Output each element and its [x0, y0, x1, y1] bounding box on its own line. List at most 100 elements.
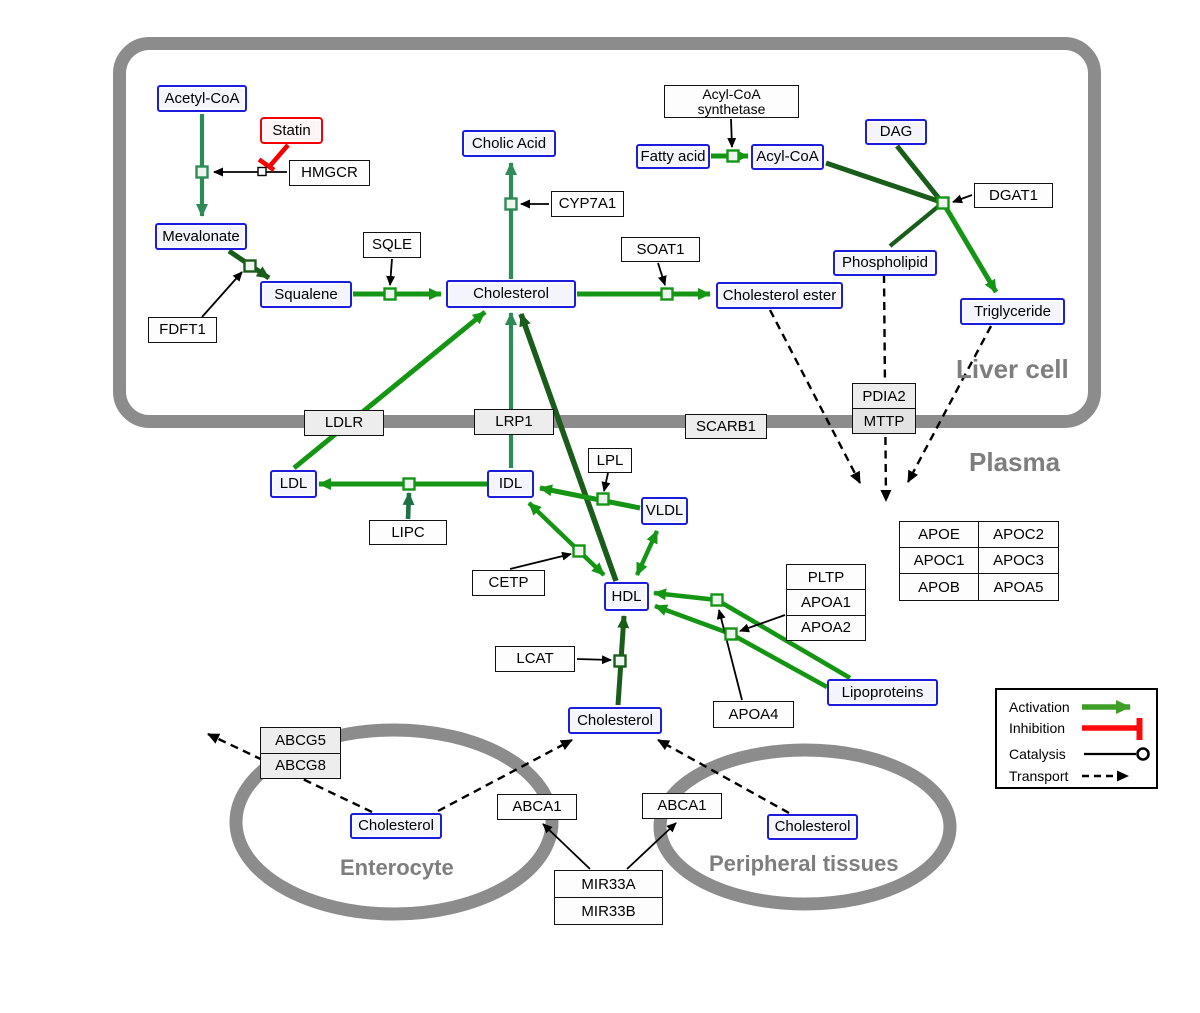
node-apob[interactable]: APOB — [900, 574, 979, 600]
node-idl[interactable]: IDL — [487, 470, 534, 498]
node-scarb1[interactable]: SCARB1 — [685, 414, 767, 439]
node-squalene[interactable]: Squalene — [260, 281, 352, 308]
node-abca1-peripheral-label: ABCA1 — [657, 797, 707, 815]
node-mir33a[interactable]: MIR33A — [555, 871, 662, 897]
legend-transport-label: Transport — [1009, 768, 1069, 784]
anchor-apoa4 — [710, 593, 724, 607]
node-cholesterol-ester-label: Cholesterol ester — [722, 286, 837, 304]
node-apoa5[interactable]: APOA5 — [979, 574, 1058, 600]
edge-acylcoa-to-dgat1-anchor — [825, 160, 942, 205]
node-scarb1-label: SCARB1 — [695, 417, 757, 435]
node-triglyceride[interactable]: Triglyceride — [960, 298, 1065, 325]
node-acyl-coa[interactable]: Acyl-CoA — [751, 144, 824, 170]
node-acetyl-coa[interactable]: Acetyl-CoA — [157, 85, 247, 112]
plasma-label: Plasma — [969, 447, 1061, 477]
node-abcg5[interactable]: ABCG5 — [261, 728, 340, 753]
node-soat1[interactable]: SOAT1 — [621, 237, 700, 262]
node-apoc1-label: APOC1 — [913, 552, 965, 569]
node-ldl-label: LDL — [279, 475, 308, 493]
node-apoc1[interactable]: APOC1 — [900, 548, 979, 574]
node-cholesterol-enterocyte-label: Cholesterol — [358, 817, 434, 835]
node-cholesterol-enterocyte[interactable]: Cholesterol — [350, 813, 442, 839]
node-apoe[interactable]: APOE — [900, 522, 979, 548]
node-phospholipid-label: Phospholipid — [842, 254, 928, 272]
node-dag[interactable]: DAG — [865, 119, 927, 145]
edge-phospholipid-to-dgat1-anchor — [888, 203, 942, 248]
node-mttp[interactable]: MTTP — [853, 408, 915, 433]
statin-inhibition-tbar — [257, 157, 276, 172]
node-pdia2[interactable]: PDIA2 — [853, 384, 915, 408]
anchor-lcat — [613, 654, 627, 668]
node-fdft1-label: FDFT1 — [159, 321, 206, 339]
anchor-soat1 — [660, 287, 674, 301]
node-lipc[interactable]: LIPC — [369, 520, 447, 545]
node-fatty-acid[interactable]: Fatty acid — [636, 144, 710, 169]
node-cholic-acid[interactable]: Cholic Acid — [462, 130, 556, 157]
node-statin[interactable]: Statin — [260, 117, 323, 144]
node-lcat[interactable]: LCAT — [495, 646, 575, 672]
node-apoa1[interactable]: APOA1 — [787, 589, 865, 614]
node-dgat1-label: DGAT1 — [989, 186, 1038, 204]
node-apoa2[interactable]: APOA2 — [787, 614, 865, 640]
edge-lcat-catalysis — [576, 655, 612, 665]
node-cholic-acid-label: Cholic Acid — [471, 134, 547, 152]
anchor-hmgcr — [195, 165, 209, 179]
node-pdia2-label: PDIA2 — [862, 387, 906, 405]
node-lipoproteins[interactable]: Lipoproteins — [827, 679, 938, 706]
node-apoc2[interactable]: APOC2 — [979, 522, 1058, 548]
edge-peripheral-to-plasma-cholesterol-transport — [657, 738, 790, 815]
node-apoc2-label: APOC2 — [993, 526, 1044, 543]
node-hdl[interactable]: HDL — [604, 582, 649, 611]
anchor-lpl — [596, 492, 610, 506]
node-ldl[interactable]: LDL — [270, 470, 317, 498]
enterocyte-compartment — [229, 723, 559, 921]
node-fdft1[interactable]: FDFT1 — [148, 317, 217, 343]
node-mir33a-label: MIR33A — [581, 875, 636, 893]
enterocyte-label: Enterocyte — [340, 855, 454, 880]
node-cholesterol-peripheral[interactable]: Cholesterol — [767, 814, 858, 840]
node-apoa4[interactable]: APOA4 — [713, 701, 794, 728]
edge-statin-inhibition — [267, 143, 290, 169]
node-abca1-enterocyte[interactable]: ABCA1 — [497, 794, 577, 820]
node-apob-label: APOB — [918, 578, 960, 596]
node-pltp[interactable]: PLTP — [787, 565, 865, 589]
node-lpl-label: LPL — [596, 451, 624, 469]
node-apoc3[interactable]: APOC3 — [979, 548, 1058, 574]
node-hmgcr[interactable]: HMGCR — [289, 160, 370, 186]
node-cholesterol-plasma[interactable]: Cholesterol — [568, 707, 662, 734]
apo-table: APOE APOC2 APOC1 APOC3 APOB APOA5 — [899, 521, 1059, 601]
node-cetp[interactable]: CETP — [472, 570, 545, 596]
anchor-acylcoasynthetase — [726, 149, 740, 163]
edge-cholesterolester-transport — [768, 309, 862, 484]
node-apoe-label: APOE — [918, 526, 960, 543]
edge-mir33-to-abca1-enterocyte — [542, 823, 591, 870]
node-abcg8[interactable]: ABCG8 — [261, 752, 340, 779]
node-apoa2-label: APOA2 — [800, 619, 852, 637]
node-lpl[interactable]: LPL — [588, 448, 632, 473]
node-cyp7a1[interactable]: CYP7A1 — [551, 191, 624, 217]
node-cetp-label: CETP — [488, 574, 529, 592]
node-hdl-label: HDL — [611, 587, 642, 605]
node-sqle[interactable]: SQLE — [363, 232, 421, 258]
node-mir33b[interactable]: MIR33B — [555, 897, 662, 924]
node-abca1-peripheral[interactable]: ABCA1 — [642, 793, 722, 819]
edge-dgat1-catalysis — [952, 194, 973, 204]
node-mevalonate[interactable]: Mevalonate — [155, 223, 247, 250]
node-lrp1[interactable]: LRP1 — [474, 409, 554, 435]
node-apoa5-label: APOA5 — [993, 578, 1044, 596]
node-ldlr[interactable]: LDLR — [304, 410, 384, 436]
edge-fdft1-catalysis — [201, 271, 243, 318]
node-squalene-label: Squalene — [274, 285, 338, 303]
node-cholesterol-liver[interactable]: Cholesterol — [446, 280, 576, 308]
node-dgat1[interactable]: DGAT1 — [974, 183, 1053, 208]
node-abcg5-label: ABCG5 — [275, 731, 326, 749]
node-cholesterol-plasma-label: Cholesterol — [577, 711, 653, 729]
node-apoa4-label: APOA4 — [728, 705, 779, 723]
node-vldl[interactable]: VLDL — [641, 497, 688, 525]
node-cholesterol-ester[interactable]: Cholesterol ester — [716, 282, 843, 309]
node-cholesterol-peripheral-label: Cholesterol — [774, 818, 851, 836]
node-phospholipid[interactable]: Phospholipid — [833, 250, 937, 276]
